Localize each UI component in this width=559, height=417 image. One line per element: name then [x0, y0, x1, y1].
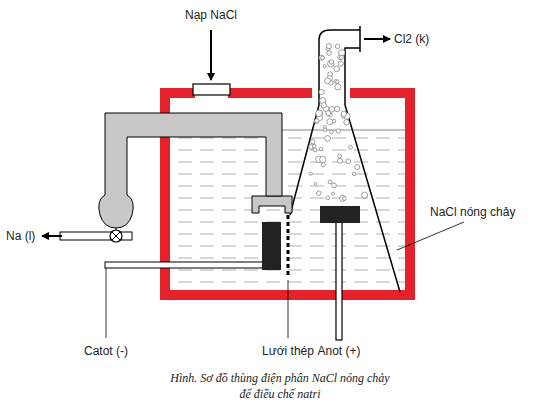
- product-label: Cl2 (k): [394, 32, 429, 46]
- part-label: Catot (-): [84, 344, 128, 358]
- gas-bubbles: [309, 44, 368, 202]
- sodium-pipe: [99, 113, 282, 228]
- material-label: NaCl nóng chảy: [430, 205, 515, 219]
- feed-hatch: [193, 84, 230, 95]
- anode: [320, 206, 360, 223]
- figure-caption: Hình. Sơ đồ thùng điện phân NaCl nóng ch…: [165, 370, 395, 402]
- valve: [110, 230, 122, 242]
- chlorine-outlet: [319, 30, 360, 105]
- product-label: Na (l): [6, 229, 35, 243]
- feed-label: Nạp NaCl: [185, 8, 237, 22]
- bell-hood: [290, 105, 400, 292]
- part-label: Lưới thép: [262, 344, 314, 358]
- steel-mesh: [287, 215, 290, 278]
- sodium-collector: [252, 196, 292, 213]
- anode-rod: [336, 222, 342, 340]
- cathode: [262, 222, 281, 270]
- molten-salt: [165, 130, 410, 295]
- cathode-lead: [105, 262, 265, 268]
- part-label: Anot (+): [317, 344, 360, 358]
